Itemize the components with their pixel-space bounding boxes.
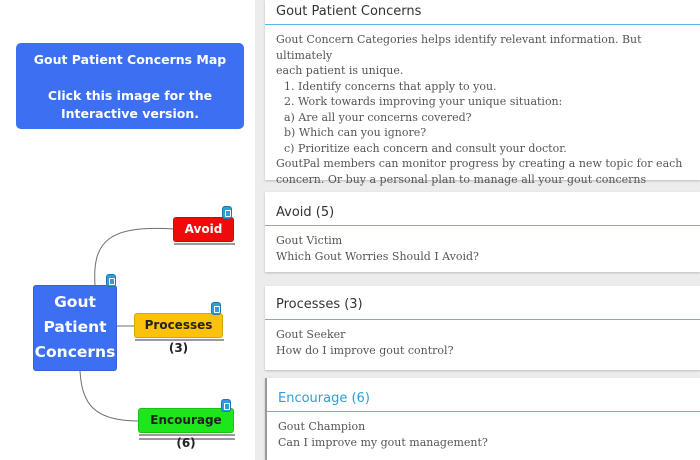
avoid-line-1: Gout Victim [276, 234, 343, 247]
encourage-line-2: Can I improve my gout management? [278, 435, 488, 449]
branch-avoid[interactable]: Avoid (5) [173, 217, 234, 259]
processes-line-1: Gout Seeker [276, 328, 346, 341]
mind-map-pane: Gout Patient Concerns Map Click this ima… [0, 0, 255, 460]
branch-encourage[interactable]: Encourage (6) [138, 408, 234, 450]
panel-gout-patient-concerns: Gout Patient Concerns Gout Concern Categ… [265, 0, 700, 186]
map-banner-subtitle-1: Click this image for the [47, 88, 213, 103]
mind-map-connectors [79, 227, 175, 422]
connector-encourage [79, 370, 140, 422]
concerns-sub-a: a) Are all your concerns covered? [284, 110, 472, 124]
interactive-map-link[interactable]: Gout Patient Concerns Map Click this ima… [16, 43, 244, 129]
concerns-step-1: 1. Identify concerns that apply to you. [284, 79, 497, 93]
panel-body-processes: Gout Seeker How do I improve gout contro… [265, 320, 700, 358]
map-banner-subtitle-2: Interactive version. [60, 106, 199, 121]
root-node-line3: Concerns [34, 343, 116, 361]
concerns-outro-2: concern. Or buy a personal plan to manag… [276, 172, 647, 186]
root-node-line1: Gout [54, 293, 96, 311]
avoid-stack-shadow [174, 243, 235, 245]
processes-note-icon[interactable] [211, 302, 221, 315]
panel-header-processes[interactable]: Processes (3) [265, 286, 700, 320]
map-banner-title: Gout Patient Concerns Map [33, 52, 227, 67]
concerns-outro-1: GoutPal members can monitor progress by … [276, 157, 683, 170]
branch-processes[interactable]: Processes (3) [134, 313, 223, 355]
processes-stack-shadow [135, 339, 224, 341]
encourage-note-icon[interactable] [221, 399, 231, 412]
concerns-sub-b: b) Which can you ignore? [284, 126, 427, 139]
panel-body-concerns: Gout Concern Categories helps identify r… [265, 25, 700, 187]
encourage-stack-shadow-2 [139, 438, 235, 440]
panel-header-encourage[interactable]: Encourage (6) [267, 378, 700, 412]
pane-divider[interactable] [255, 0, 265, 460]
panel-encourage: Encourage (6) Gout Champion Can I improv… [265, 378, 700, 460]
root-note-icon[interactable] [106, 274, 116, 287]
panel-body-avoid: Gout Victim Which Gout Worries Should I … [265, 226, 700, 264]
connector-avoid [94, 227, 175, 286]
encourage-stack-shadow [139, 434, 235, 436]
panel-header-concerns[interactable]: Gout Patient Concerns [265, 0, 700, 25]
concerns-sub-c: c) Prioritize each concern and consult y… [284, 141, 567, 155]
panel-processes: Processes (3) Gout Seeker How do I impro… [265, 286, 700, 370]
processes-line-2: How do I improve gout control? [276, 343, 454, 357]
root-node-line2: Patient [43, 318, 107, 336]
notes-pane: Gout Patient Concerns Gout Concern Categ… [265, 0, 700, 460]
concerns-intro-1: Gout Concern Categories helps identify r… [276, 33, 642, 62]
panel-body-encourage: Gout Champion Can I improve my gout mana… [267, 412, 700, 450]
concerns-intro-2: each patient is unique. [276, 64, 404, 77]
root-node-gout-patient-concerns[interactable]: Gout Patient Concerns [33, 285, 117, 371]
avoid-note-icon[interactable] [222, 206, 232, 219]
concerns-step-2: 2. Work towards improving your unique si… [284, 95, 563, 108]
encourage-line-1: Gout Champion [278, 420, 366, 433]
avoid-line-2: Which Gout Worries Should I Avoid? [276, 249, 479, 263]
panel-avoid: Avoid (5) Gout Victim Which Gout Worries… [265, 192, 700, 272]
panel-header-avoid[interactable]: Avoid (5) [265, 192, 700, 226]
